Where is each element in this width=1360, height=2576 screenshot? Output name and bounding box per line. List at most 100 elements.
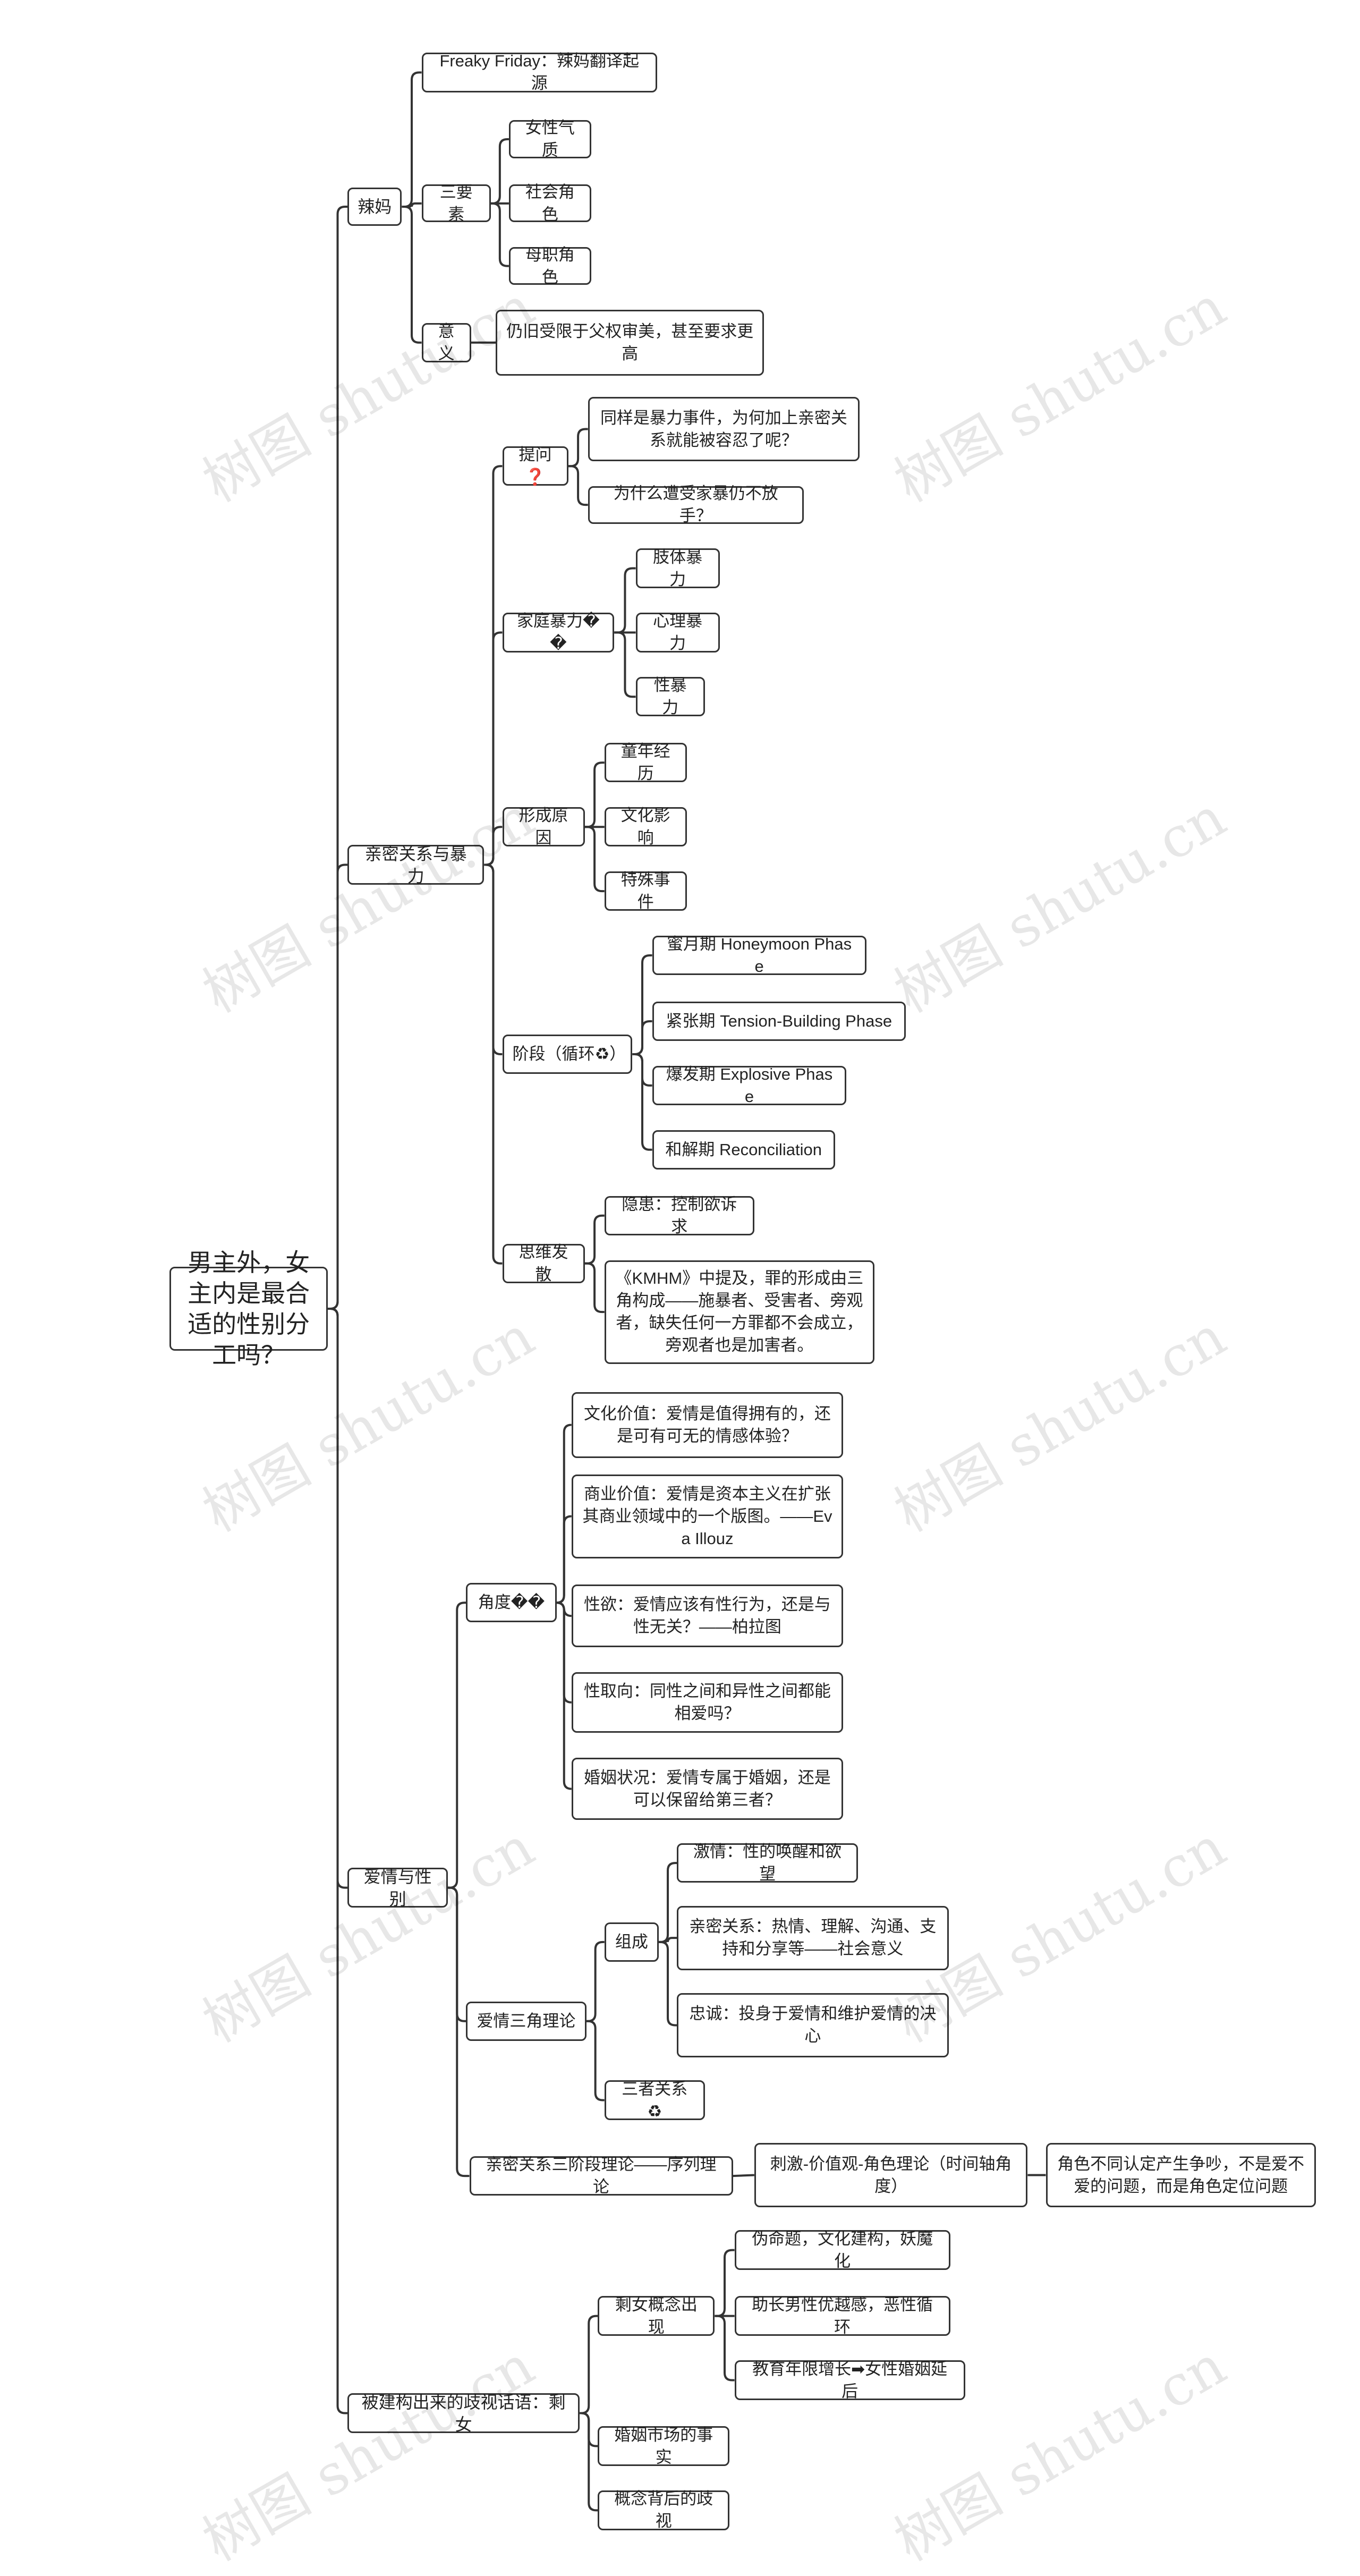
topic-branches-2-children-0-children-2[interactable]: 性欲：爱情应该有性行为，还是与性无关？——柏拉图 <box>571 1584 844 1647</box>
topic-branches-2-children-1-children-0-children-0[interactable]: 激情：性的唤醒和欲望 <box>677 1842 858 1884</box>
topic-label: 婚姻状况：爱情专属于婚姻，还是可以保留给第三者？ <box>583 1768 831 1809</box>
connector-branches-1-children-2 <box>484 826 503 866</box>
topic-branches-2-children-0[interactable]: 角度�� <box>466 1583 557 1623</box>
topic-branches-0-children-2[interactable]: 意义 <box>421 321 471 363</box>
topic-label: 男主外，女主内是最合适的性别分工吗？ <box>188 1248 310 1369</box>
topic-branches-2-children-0-children-3[interactable]: 性取向：同性之间和异性之间都能相爱吗？ <box>571 1672 844 1733</box>
topic-branches-1-children-0[interactable]: 提问❓ <box>502 445 568 486</box>
connector-branches-1-children-4-children-1 <box>584 1262 605 1314</box>
topic-branches-1-children-2-children-2[interactable]: 特殊事件 <box>604 870 687 912</box>
root-topic[interactable]: 男主外，女主内是最合适的性别分工吗？ <box>169 1249 328 1369</box>
topic-branches-1-children-1-children-1[interactable]: 心理暴力 <box>635 612 720 653</box>
connector-branches-3 <box>327 1307 348 2414</box>
topic-branches-2-children-2-children-0[interactable]: 刺激-价值观-角色理论（时间轴角度） <box>754 2143 1028 2207</box>
topic-label: 意义 <box>438 321 455 363</box>
topic-branches-1-children-3-children-0[interactable]: 蜜月期 Honeymoon Phase <box>652 935 866 976</box>
topic-branches-2-children-0-children-0[interactable]: 文化价值：爱情是值得拥有的，还是可有可无的情感体验？ <box>571 1392 844 1458</box>
topic-label: 性取向：同性之间和异性之间都能相爱吗？ <box>583 1681 831 1723</box>
topic-branches-1-children-3-children-2[interactable]: 爆发期 Explosive Phase <box>652 1065 847 1106</box>
topic-label: Freaky Friday：辣妈翻译起源 <box>439 52 639 93</box>
topic-label: 家庭暴力�� <box>517 612 600 653</box>
connector-branches-1-children-1-children-0 <box>614 567 636 634</box>
topic-label: 特殊事件 <box>620 870 670 912</box>
connector-branches-3-children-0-children-0 <box>715 2249 735 2317</box>
topic-label: 教育年限增长➡女性婚姻延后 <box>752 2359 948 2401</box>
topic-branches-1-children-1-children-0[interactable]: 肢体暴力 <box>635 548 720 589</box>
connector-branches-2-children-2 <box>448 1886 470 2177</box>
topic-branches-2[interactable]: 爱情与性别 <box>347 1867 448 1909</box>
topic-branches-1-children-3[interactable]: 阶段（循环♻） <box>502 1034 633 1074</box>
topic-branches-1-children-1[interactable]: 家庭暴力�� <box>502 612 615 653</box>
topic-branches-0[interactable]: 辣妈 <box>347 188 402 226</box>
topic-label: 童年经历 <box>620 742 670 783</box>
connector-branches-3-children-0 <box>580 2315 598 2414</box>
topic-label: 文化影响 <box>620 806 670 848</box>
topic-branches-0-children-1-children-2[interactable]: 母职角色 <box>508 245 591 286</box>
topic-branches-1-children-4-children-0[interactable]: 隐患：控制欲诉求 <box>604 1195 754 1236</box>
topic-branches-2-children-2[interactable]: 亲密关系三阶段理论——序列理论 <box>469 2155 733 2197</box>
topic-branches-1[interactable]: 亲密关系与暴力 <box>347 844 484 886</box>
topic-label: 性暴力 <box>653 676 687 717</box>
topic-label: 角色不同认定产生争吵，不是爱不爱的问题，而是角色定位问题 <box>1057 2154 1305 2196</box>
topic-branches-2-children-1-children-1[interactable]: 三者关系♻ <box>604 2079 705 2121</box>
topic-branches-3-children-0-children-0[interactable]: 伪命题，文化建构，妖魔化 <box>734 2230 950 2270</box>
topic-branches-1-children-0-children-0[interactable]: 同样是暴力事件，为何加上亲密关系就能被容忍了呢？ <box>588 397 860 461</box>
connector-branches-0-children-0 <box>402 71 422 208</box>
connector-branches-2-children-0-children-1 <box>556 1515 572 1604</box>
topic-label: 被建构出来的歧视话语：剩女 <box>361 2392 566 2434</box>
topic-label: 思维发散 <box>518 1242 568 1284</box>
topic-branches-2-children-1[interactable]: 爱情三角理论 <box>466 2001 586 2041</box>
topic-label: 亲密关系与暴力 <box>364 844 467 886</box>
topic-label: 商业价值：爱情是资本主义在扩张其商业领域中的一个版图。——Eva Illouz <box>582 1484 832 1548</box>
topic-branches-1-children-4[interactable]: 思维发散 <box>502 1242 585 1284</box>
connector-branches-1-children-3-children-3 <box>632 1053 652 1151</box>
topic-branches-3-children-2[interactable]: 概念背后的歧视 <box>598 2489 730 2531</box>
connector-branches-2-children-1-children-0-children-1 <box>659 1937 677 1943</box>
topic-branches-1-children-2[interactable]: 形成原因 <box>502 806 585 847</box>
topic-branches-2-children-1-children-0-children-2[interactable]: 忠诚：投身于爱情和维护爱情的决心 <box>677 1993 949 2057</box>
topic-branches-1-children-2-children-1[interactable]: 文化影响 <box>604 806 687 848</box>
topic-branches-0-children-1-children-1[interactable]: 社会角色 <box>508 183 591 224</box>
topic-branches-1-children-1-children-2[interactable]: 性暴力 <box>635 676 705 717</box>
connector-branches-2-children-2-children-0 <box>733 2174 754 2177</box>
topic-branches-2-children-0-children-4[interactable]: 婚姻状况：爱情专属于婚姻，还是可以保留给第三者？ <box>571 1757 844 1820</box>
topic-label: 刺激-价值观-角色理论（时间轴角度） <box>770 2154 1012 2196</box>
topic-branches-0-children-1-children-0[interactable]: 女性气质 <box>508 118 591 159</box>
topic-label: 阶段（循环♻） <box>512 1044 626 1063</box>
connector-branches-3-children-0-children-2 <box>715 2315 735 2382</box>
topic-label: 忠诚：投身于爱情和维护爱情的决心 <box>689 2004 937 2046</box>
connector-branches-0-children-1-children-2 <box>490 202 509 267</box>
topic-branches-1-children-4-children-1[interactable]: 《KMHM》中提及，罪的形成由三角构成——施暴者、受害者、旁观者，缺失任何一方罪… <box>604 1260 875 1364</box>
topic-label: 概念背后的歧视 <box>614 2489 713 2531</box>
topic-label: 同样是暴力事件，为何加上亲密关系就能被容忍了呢？ <box>600 408 847 450</box>
topic-branches-2-children-1-children-0-children-1[interactable]: 亲密关系：热情、理解、沟通、支持和分享等——社会意义 <box>677 1905 949 1970</box>
topic-branches-3-children-0-children-2[interactable]: 教育年限增长➡女性婚姻延后 <box>734 2359 965 2401</box>
topic-label: 辣妈 <box>358 197 392 217</box>
topic-label: 为什么遭受家暴仍不放手？ <box>613 484 778 526</box>
topic-branches-3[interactable]: 被建构出来的歧视话语：剩女 <box>347 2392 580 2434</box>
topic-label: 激情：性的唤醒和欲望 <box>693 1842 842 1884</box>
topic-branches-2-children-0-children-1[interactable]: 商业价值：爱情是资本主义在扩张其商业领域中的一个版图。——Eva Illouz <box>571 1474 844 1558</box>
topic-branches-0-children-1[interactable]: 三要素 <box>421 183 491 224</box>
topic-label: 伪命题，文化建构，妖魔化 <box>752 2229 933 2270</box>
topic-label: 亲密关系三阶段理论——序列理论 <box>486 2155 717 2197</box>
connector-branches-1-children-0-children-1 <box>568 465 588 506</box>
topic-branches-1-children-2-children-0[interactable]: 童年经历 <box>604 742 687 783</box>
topic-branches-3-children-0-children-1[interactable]: 助长男性优越感，恶性循环 <box>734 2295 950 2336</box>
topic-branches-0-children-2-children-0[interactable]: 仍旧受限于父权审美，甚至要求更高 <box>496 309 764 376</box>
topic-branches-1-children-0-children-1[interactable]: 为什么遭受家暴仍不放手？ <box>588 484 804 525</box>
connector-branches-1 <box>327 863 348 1310</box>
topic-branches-3-children-0[interactable]: 剩女概念出现 <box>598 2295 715 2336</box>
topic-branches-0-children-0[interactable]: Freaky Friday：辣妈翻译起源 <box>421 52 657 93</box>
topic-label: 三要素 <box>439 182 473 224</box>
topic-label: 三者关系♻ <box>622 2079 688 2121</box>
topic-branches-2-children-2-children-0-children-0[interactable]: 角色不同认定产生争吵，不是爱不爱的问题，而是角色定位问题 <box>1046 2143 1316 2207</box>
topic-label: 剩女概念出现 <box>615 2295 698 2336</box>
connector-branches-1-children-0-children-0 <box>568 428 588 468</box>
topic-branches-3-children-1[interactable]: 婚姻市场的事实 <box>598 2426 730 2467</box>
topic-branches-1-children-3-children-3[interactable]: 和解期 Reconciliation <box>652 1130 835 1170</box>
topic-branches-1-children-3-children-1[interactable]: 紧张期 Tension-Building Phase <box>652 1001 906 1041</box>
connector-branches-1-children-4 <box>484 863 503 1265</box>
topic-branches-2-children-1-children-0[interactable]: 组成 <box>604 1922 659 1962</box>
